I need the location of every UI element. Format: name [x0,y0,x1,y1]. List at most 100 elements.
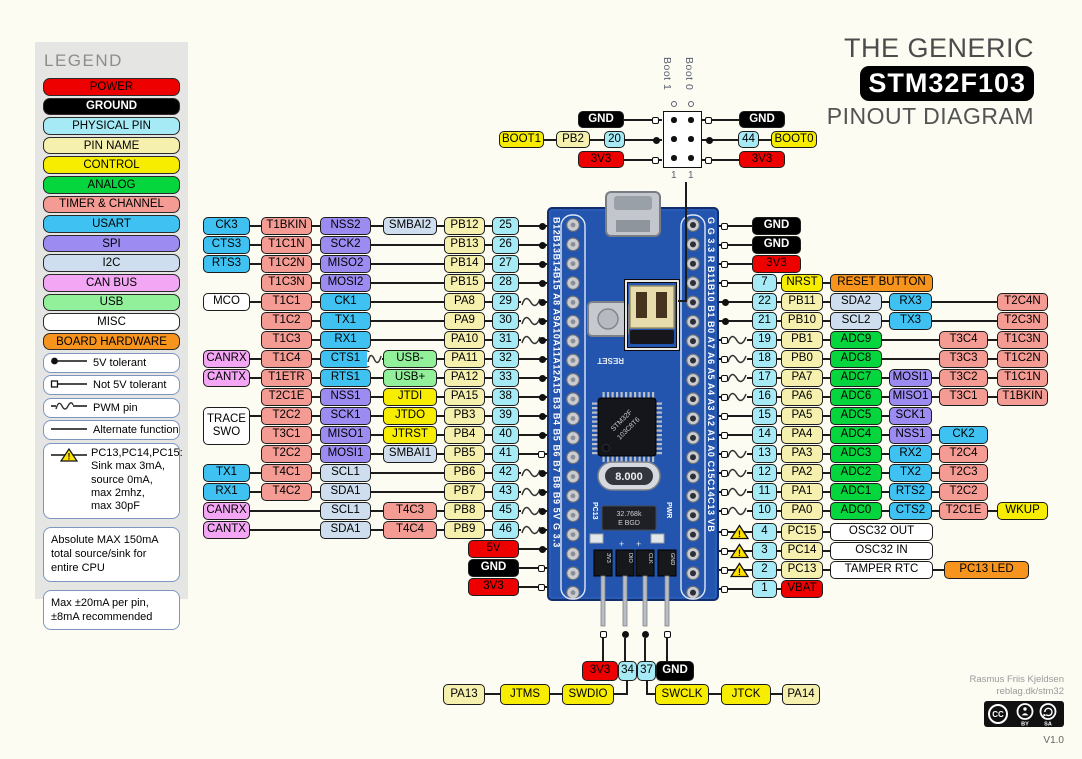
box-pb8: PB8 [444,502,485,520]
legend-symbol-plain-icon [49,422,89,439]
box-t2c2: T2C2 [261,407,312,425]
pc13-led [589,533,604,544]
cc-icon [988,703,1008,724]
connector-line-vertical [626,681,628,695]
marker-not-5v-tolerant [720,585,728,593]
box-t1c2: T1C2 [261,312,312,330]
box-pa0: PA0 [781,502,823,520]
pin-hole-center [570,241,576,247]
marker-not-5v-tolerant [720,393,728,401]
marker-not-5v-tolerant [720,279,728,287]
box-41: 41 [492,445,519,463]
box-t4c2: T4C2 [261,483,312,501]
box-cts2: CTS2 [889,502,932,520]
pin-hole-center [570,338,576,344]
reset-silkscreen: RESET [597,356,624,365]
pin-hole-center [570,454,576,460]
pin-hole-center [570,493,576,499]
pin-hole-center [690,376,696,383]
marker-5v-tolerant [538,260,546,268]
legend-symbol-square: Not 5V tolerant [43,375,180,396]
warning-triangle-icon: ! [729,524,750,545]
box-40: 40 [492,426,519,444]
mcu-pin [592,425,599,428]
box-pa9: PA9 [444,312,485,330]
legend-symbol-text-line: Sink max 3mA, [91,460,165,473]
box-scl1: SCL1 [320,464,371,482]
marker-not-5v-tolerant [704,156,712,164]
legend-symbol-square-icon [49,377,89,394]
marker-5v-tolerant [538,336,546,344]
legend-item-ground: GROUND [43,97,180,116]
box-gnd: GND [578,111,624,128]
trace-swo-line: SWO [212,426,241,438]
box-jtck: JTCK [721,684,771,705]
title-line1: THE GENERIC [843,33,1034,63]
pwm-symbol [521,504,541,518]
box-adc1: ADC1 [830,483,882,501]
box-pa1: PA1 [781,483,823,501]
connector-line [613,693,628,695]
marker-not-5v-tolerant [651,156,659,164]
marker-not-5v-tolerant [720,488,728,496]
marker-not-5v-tolerant [720,431,728,439]
plus-mark: + [619,539,624,549]
by-caption: BY [1021,721,1029,727]
box-gnd: GND [468,559,519,577]
mcu-pin [655,452,662,455]
connector-line-vertical [666,638,668,661]
box-cantx: CANTX [203,521,250,539]
box-canrx: CANRX [203,350,250,368]
pin-hole-center [690,512,696,519]
legend-item-analog: ANALOG [43,175,180,194]
legend-item-name: PIN NAME [43,136,180,155]
legend-item-misc: MISC [43,313,180,331]
marker-not-5v-tolerant [537,564,545,572]
boot-jumper-slot [636,292,647,318]
box-18: 18 [752,350,777,368]
box-cts3: CTS3 [203,236,250,254]
legend-item-usb: USB [43,293,180,312]
box-sck1: SCK1 [320,407,371,425]
connector-line [493,567,547,569]
pin-hole-center [690,570,696,577]
legend-symbol-text-line: PC13,PC14,PC15: [91,446,183,459]
box-cts1: CTS1 [320,350,371,368]
svg-text:!: ! [738,567,741,578]
box-tamperrtc: TAMPER RTC [830,561,933,579]
connector-line [646,693,656,695]
legend-symbol-pwm-icon [49,399,89,416]
box-t1c3: T1C3 [261,331,312,349]
marker-5v-tolerant [538,507,546,515]
pwm-symbol [521,314,541,328]
legend-symbol-label: Not 5V tolerant [93,379,167,392]
marker-5v-tolerant [538,355,546,363]
box-pa7: PA7 [781,369,823,387]
legend-item-power: POWER [43,78,180,96]
mcu-pin [625,455,628,462]
connector-line [719,244,777,246]
box-scl2: SCL2 [830,312,882,330]
box-nss2: NSS2 [320,217,371,235]
legend-symbol-pwm: PWM pin [43,397,180,418]
swd-pin-label: 3V3 [605,553,611,563]
box-ck3: CK3 [203,217,250,235]
connector-line [286,282,547,284]
box-sda1: SDA1 [320,483,371,501]
connector-line [226,301,547,303]
boot-pos1-mark: 1 [688,170,694,181]
legend-heading: LEGEND [44,51,123,70]
swd-pin [642,575,648,627]
boot1-label: Boot 1 [661,57,673,91]
mcu-pin [647,455,650,462]
box-rts3: RTS3 [203,255,250,273]
legend-symbol-label: Alternate function [93,424,179,437]
pin-hole-center [690,531,696,538]
mcu-pin [655,438,662,441]
mcu-pin [592,402,599,405]
box-mosi1: MOSI1 [320,445,371,463]
crystal-32khz-label2: E BGD [618,520,640,527]
box-t1c1: T1C1 [261,293,312,311]
box-tx1: TX1 [320,312,371,330]
